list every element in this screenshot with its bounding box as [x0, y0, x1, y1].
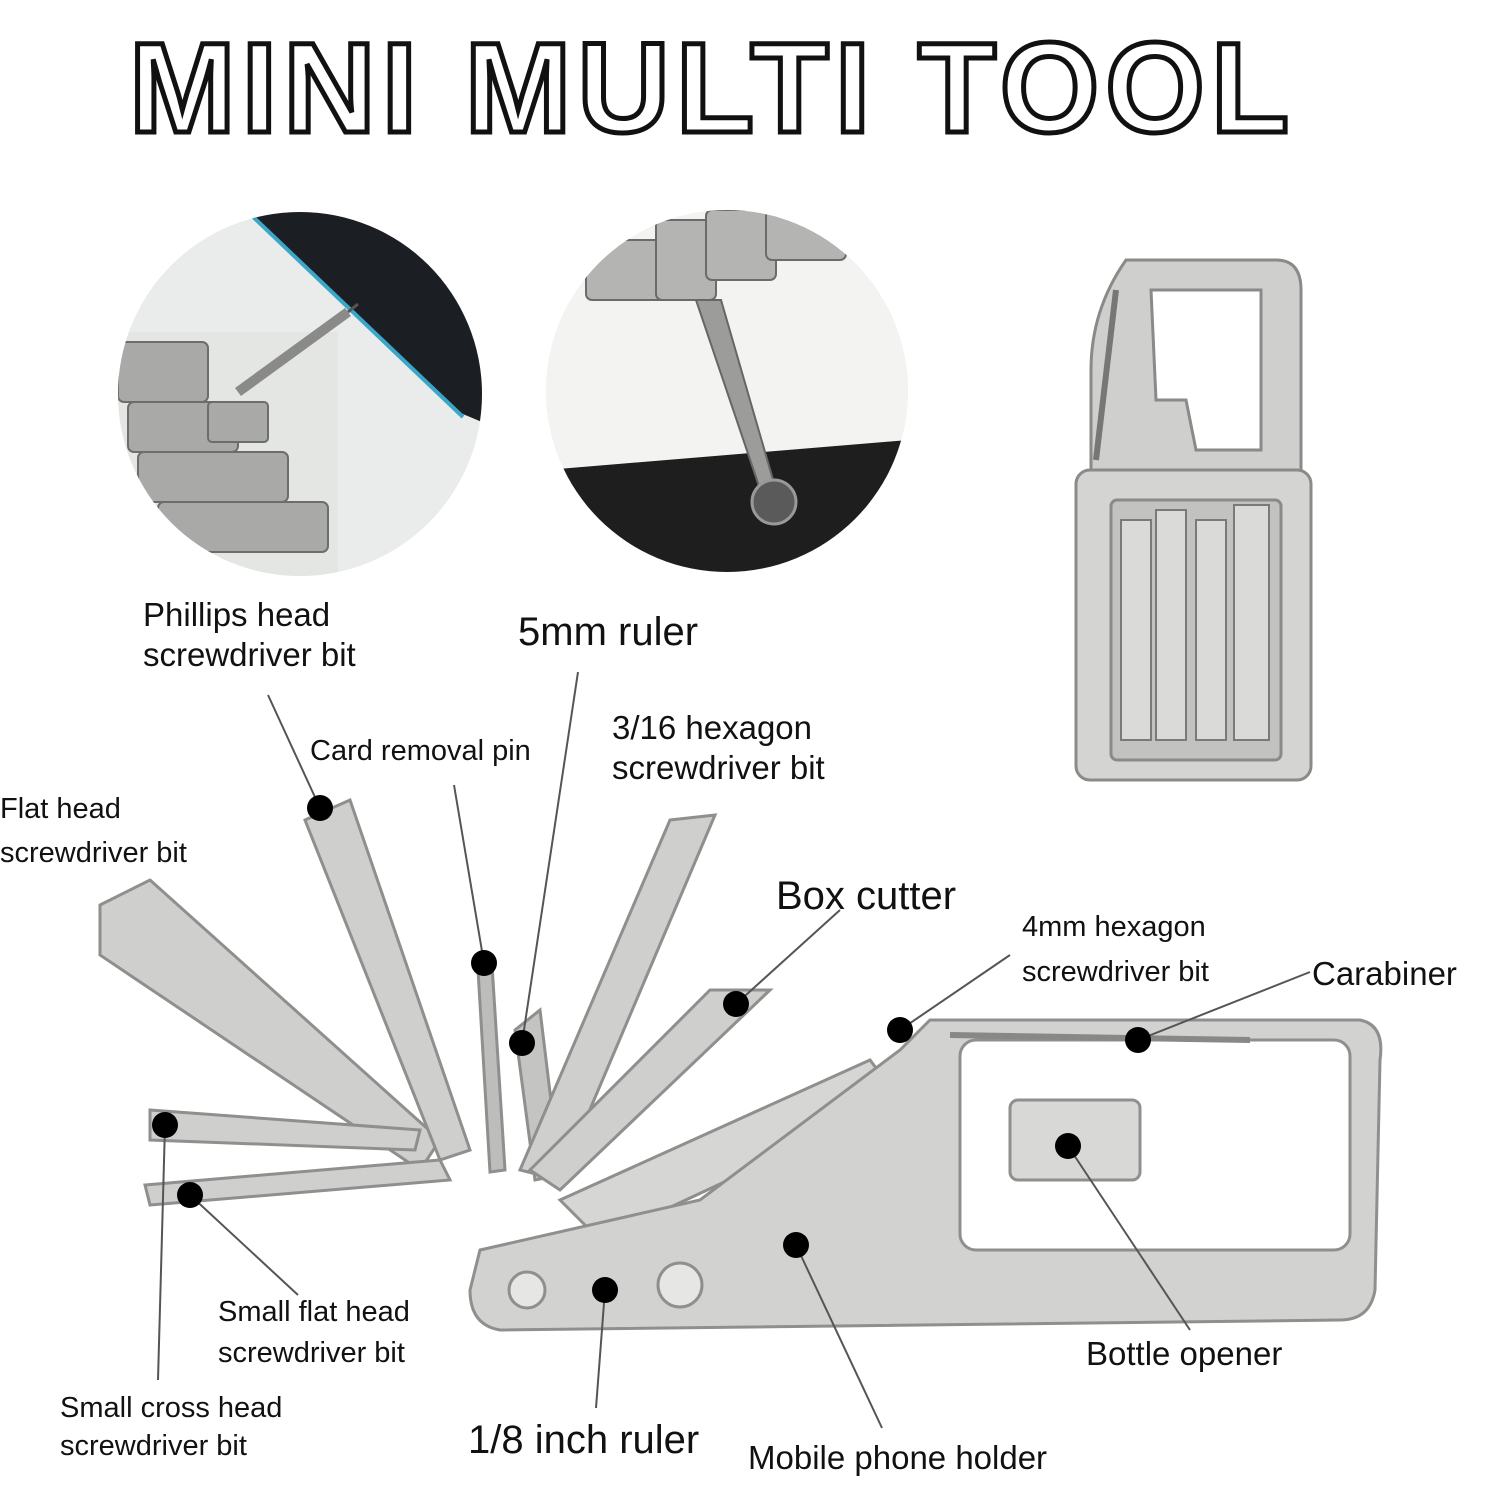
label-5mm-ruler: 5mm ruler: [518, 610, 699, 654]
label-line: Phillips head: [143, 596, 331, 633]
label-hex-4mm: 4mm hexagon screwdriver bit: [1022, 905, 1209, 995]
folded-tool-photo: [1074, 258, 1313, 782]
label-box-cutter: Box cutter: [776, 874, 957, 918]
multi-tool-illustration: [98, 797, 1383, 1332]
page-title: MINI MULTI TOOL: [127, 15, 1295, 163]
label-line: 3/16 hexagon: [612, 709, 813, 746]
label-line: screwdriver bit: [0, 836, 187, 869]
label-line: Flat head: [0, 793, 121, 825]
label-mobile-phone-holder: Mobile phone holder: [748, 1439, 1048, 1476]
label-line: 4mm hexagon: [1022, 911, 1206, 943]
label-line: screwdriver bit: [612, 749, 825, 787]
screw-usage-photo: [546, 210, 908, 572]
label-small-flat-head: Small flat head screwdriver bit: [218, 1292, 410, 1373]
label-flat-head: Flat head screwdriver bit: [0, 788, 187, 875]
label-card-removal-pin: Card removal pin: [310, 735, 531, 767]
title-text: MINI MULTI TOOL: [129, 17, 1295, 160]
label-line: screwdriver bit: [1022, 955, 1209, 988]
label-carabiner: Carabiner: [1312, 955, 1457, 992]
label-small-cross-head: Small cross head screwdriver bit: [60, 1390, 282, 1465]
label-1-8-inch-ruler: 1/8 inch ruler: [468, 1418, 700, 1462]
label-hex-3-16: 3/16 hexagon screwdriver bit: [612, 708, 825, 789]
label-line: Small flat head: [218, 1296, 410, 1328]
label-phillips: Phillips head screwdriver bit: [143, 595, 356, 676]
label-line: Small cross head: [60, 1392, 283, 1424]
label-line: screwdriver bit: [143, 636, 356, 674]
label-line: screwdriver bit: [60, 1429, 247, 1462]
phone-screw-usage-photo: [118, 212, 482, 576]
label-bottle-opener: Bottle opener: [1086, 1335, 1283, 1372]
label-line: screwdriver bit: [218, 1336, 405, 1369]
